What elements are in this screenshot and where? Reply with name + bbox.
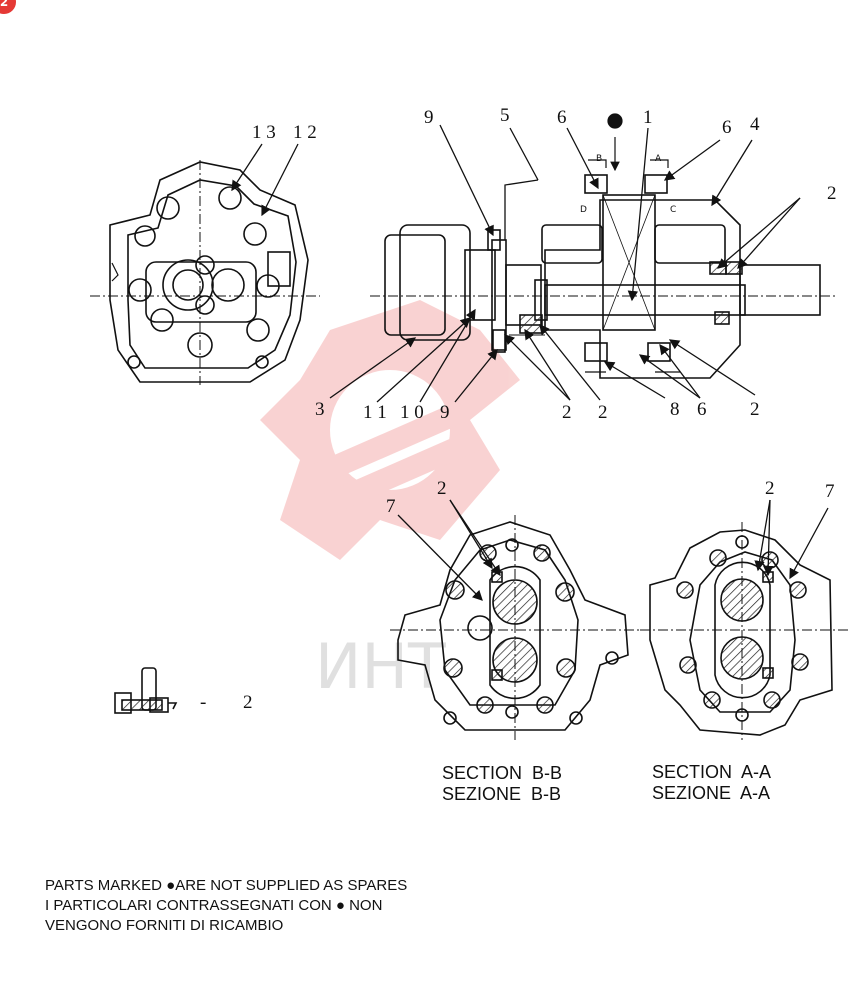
page-badge: 2 [0,0,16,14]
section-b-leaders [397,499,501,601]
pump-end-view [90,160,320,385]
section-mark-b: B [596,154,602,164]
callout-1: 1 [643,107,653,128]
pump-side-view [370,174,835,379]
callout-9-top: 9 [424,107,434,128]
callout-2-section-a: 2 [765,478,775,499]
seal-kit-icon [114,667,178,714]
section-a-a-view [640,522,848,740]
spares-note: PARTS MARKED ●ARE NOT SUPPLIED AS SPARES… [45,876,407,936]
section-mark-d: D [580,205,587,215]
callout-7-section-a: 7 [825,481,835,502]
callout-4: 4 [750,114,760,135]
section-mark-a: A [655,154,662,164]
callout-2-bottom-b: 2 [598,402,608,423]
callout-2-spare-kit: 2 [243,692,253,713]
caption-section-b-it: SEZIONE B-B [442,784,561,804]
spare-kit-dash: - [200,692,206,713]
watermark-logo: ИНТ [260,300,520,703]
callout-8: 8 [670,399,680,420]
callout-6-bottom: 6 [697,399,707,420]
callout-2-bottom-c: 2 [750,399,760,420]
callout-6-right: 6 [722,117,732,138]
section-a-leaders [754,499,829,580]
callout-11: 1 1 [363,402,387,423]
callout-2-section-b: 2 [437,478,447,499]
callout-12: 1 2 [293,122,317,143]
caption-section-b-en: SECTION B-B [442,763,562,783]
side-view-leaders [329,124,801,403]
non-spare-marker-icon [607,113,623,129]
callout-6-left: 6 [557,107,567,128]
section-b-b-view [390,515,640,740]
callout-7-section-b: 7 [386,496,396,517]
callout-5: 5 [500,105,510,126]
callout-2-bottom-a: 2 [562,402,572,423]
callout-2-top: 2 [827,183,837,204]
callout-10: 1 0 [400,402,424,423]
caption-section-a-it: SEZIONE A-A [652,783,770,803]
watermark-text: ИНТ [315,630,447,703]
section-mark-c: C [670,205,676,215]
section-indicators [585,113,680,373]
note-line-2: I PARTICOLARI CONTRASSEGNATI CON ● NON [45,897,383,914]
callout-3: 3 [315,399,325,420]
callout-13: 1 3 [252,122,276,143]
callout-9-bottom: 9 [440,402,450,423]
top-view-leaders [231,143,299,217]
note-line-1: PARTS MARKED ●ARE NOT SUPPLIED AS SPARES [45,877,408,894]
note-line-3: VENGONO FORNITI DI RICAMBIO [45,917,284,934]
caption-section-a-en: SECTION A-A [652,762,771,782]
